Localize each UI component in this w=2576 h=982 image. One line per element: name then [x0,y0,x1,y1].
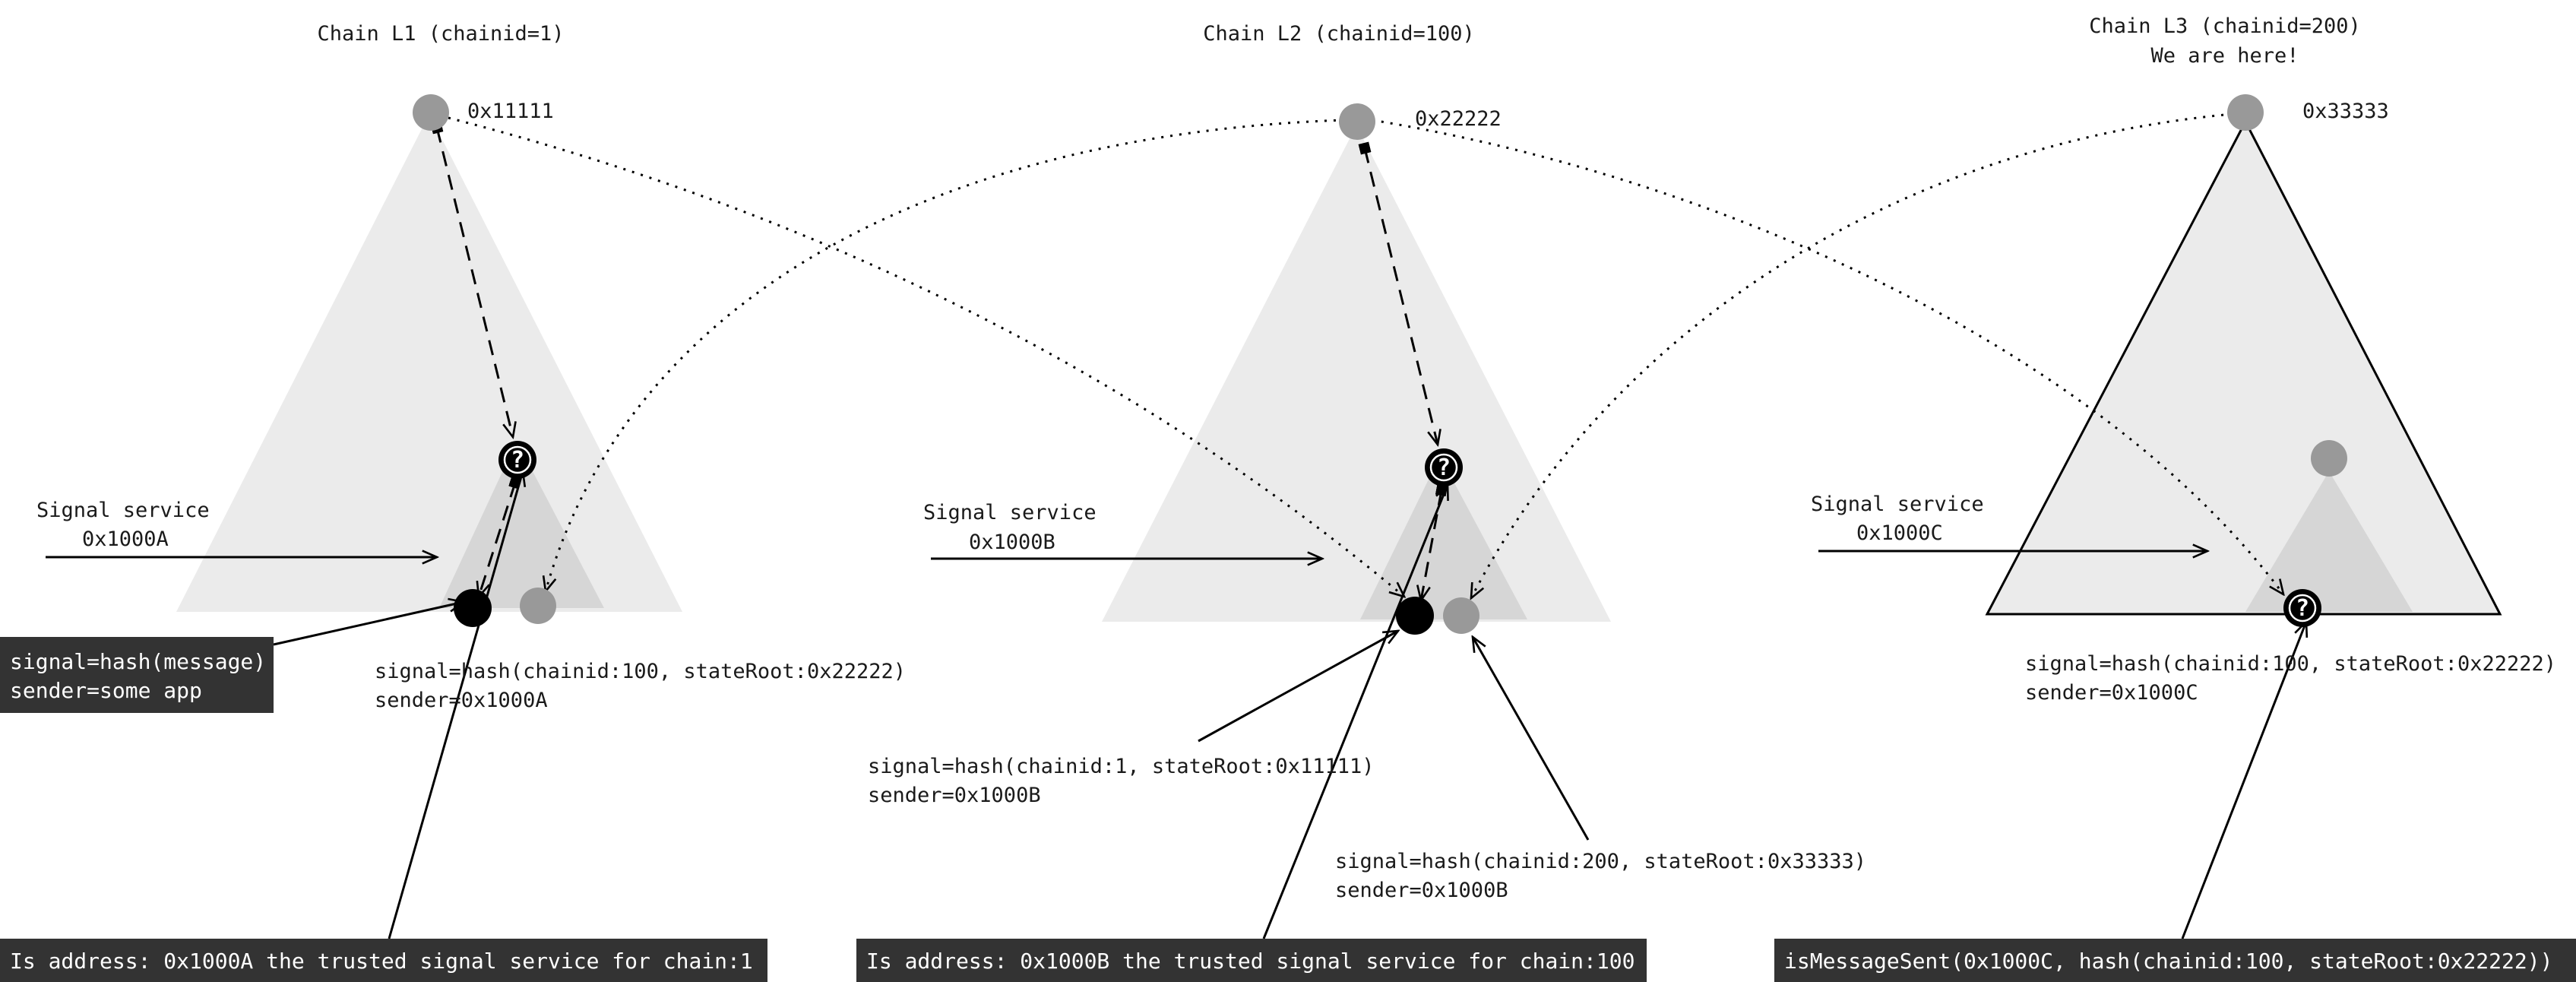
l1-signal-service-label: Signal service [36,499,210,522]
query-box-3-text: isMessageSent(0x1000C, hash(chainid:100,… [1784,949,2552,974]
l2-second-signal-line1: signal=hash(chainid:200, stateRoot:0x333… [1335,850,1866,873]
l2-signal-label-line2: sender=0x1000B [868,784,1041,807]
l2-root-to-signal-dashed [1365,148,1438,445]
l2-signal-service-label: Signal service [923,501,1097,524]
query-box-1-text: Is address: 0x1000A the trusted signal s… [10,949,753,974]
query-box-2-arrow [1262,485,1448,939]
l1-unknown-marker: ? [511,447,524,474]
l1-root-node [413,94,449,131]
l3-signal-label-line2: sender=0x1000C [2025,681,2198,705]
query-box-1: Is address: 0x1000A the trusted signal s… [0,939,767,982]
message-box-line1: signal=hash(message) [10,649,266,674]
query-box-2: Is address: 0x1000B the trusted signal s… [856,939,1647,982]
l1-root-address: 0x11111 [467,100,554,123]
chain-l3-tree [1985,119,2502,616]
l3-unknown-marker: ? [2296,595,2309,622]
l1-peer-node [520,588,556,624]
arc-l3-root-to-l2-signal [1471,112,2233,598]
message-box: signal=hash(message) sender=some app [0,637,274,713]
l2-root-node [1339,103,1375,140]
l1-signal-dashed-down [479,483,515,597]
l1-signal-service-address: 0x1000A [82,527,169,551]
l2-signal-node [1396,597,1434,635]
l2-signal-service-address: 0x1000B [969,531,1055,554]
l1-root-to-signal-dashed [437,128,513,437]
l2-second-signal-arrow [1473,637,1590,841]
l1-signal-label-line2: sender=0x1000A [375,689,548,712]
query-box-2-text: Is address: 0x1000B the trusted signal s… [866,949,1635,974]
l3-root-address: 0x33333 [2302,100,2389,123]
query-box-3-arrow [2181,622,2306,939]
chain-l2-tree [1102,125,1611,622]
l2-root-address: 0x22222 [1415,107,1502,131]
query-box-1-arrow [388,471,523,939]
l1-signal-label-line1: signal=hash(chainid:100, stateRoot:0x222… [375,660,906,683]
chain-l1-title: Chain L1 (chainid=1) [317,22,564,46]
l3-signal-service-label: Signal service [1811,493,1984,516]
message-box-line2: sender=some app [10,678,202,703]
message-box-arrow [273,602,464,646]
l2-second-signal-line2: sender=0x1000B [1335,879,1508,902]
chain-l2-title: Chain L2 (chainid=100) [1203,22,1475,46]
arc-l1-root-to-l2-signal [448,116,1404,597]
l2-signal-dashed-down [1421,490,1441,600]
chain-l3-signal-tree [2245,471,2413,612]
l3-unknown-node: ? [2283,589,2321,627]
chain-l3-title: Chain L3 (chainid=200) [2089,14,2361,38]
l3-root-node [2227,94,2264,131]
l2-unknown-marker: ? [1437,455,1451,481]
l2-signal-label-arrow [1198,631,1398,743]
arc-l2-root-to-l1-signal [546,119,1346,591]
l3-signal-root-node [2311,440,2347,477]
l2-unknown-node: ? [1425,448,1463,486]
l3-signal-service-address: 0x1000C [1856,521,1943,545]
l1-signal-node [454,589,492,627]
chain-l1-tree [176,114,682,612]
l3-signal-label-line1: signal=hash(chainid:100, stateRoot:0x222… [2025,652,2556,676]
query-box-3: isMessageSent(0x1000C, hash(chainid:100,… [1774,939,2576,982]
l2-signal-label-line1: signal=hash(chainid:1, stateRoot:0x11111… [868,755,1374,778]
chain-l3-subtitle: We are here! [2150,44,2299,68]
l1-unknown-node: ? [498,441,536,479]
l2-peer-node [1443,597,1479,634]
